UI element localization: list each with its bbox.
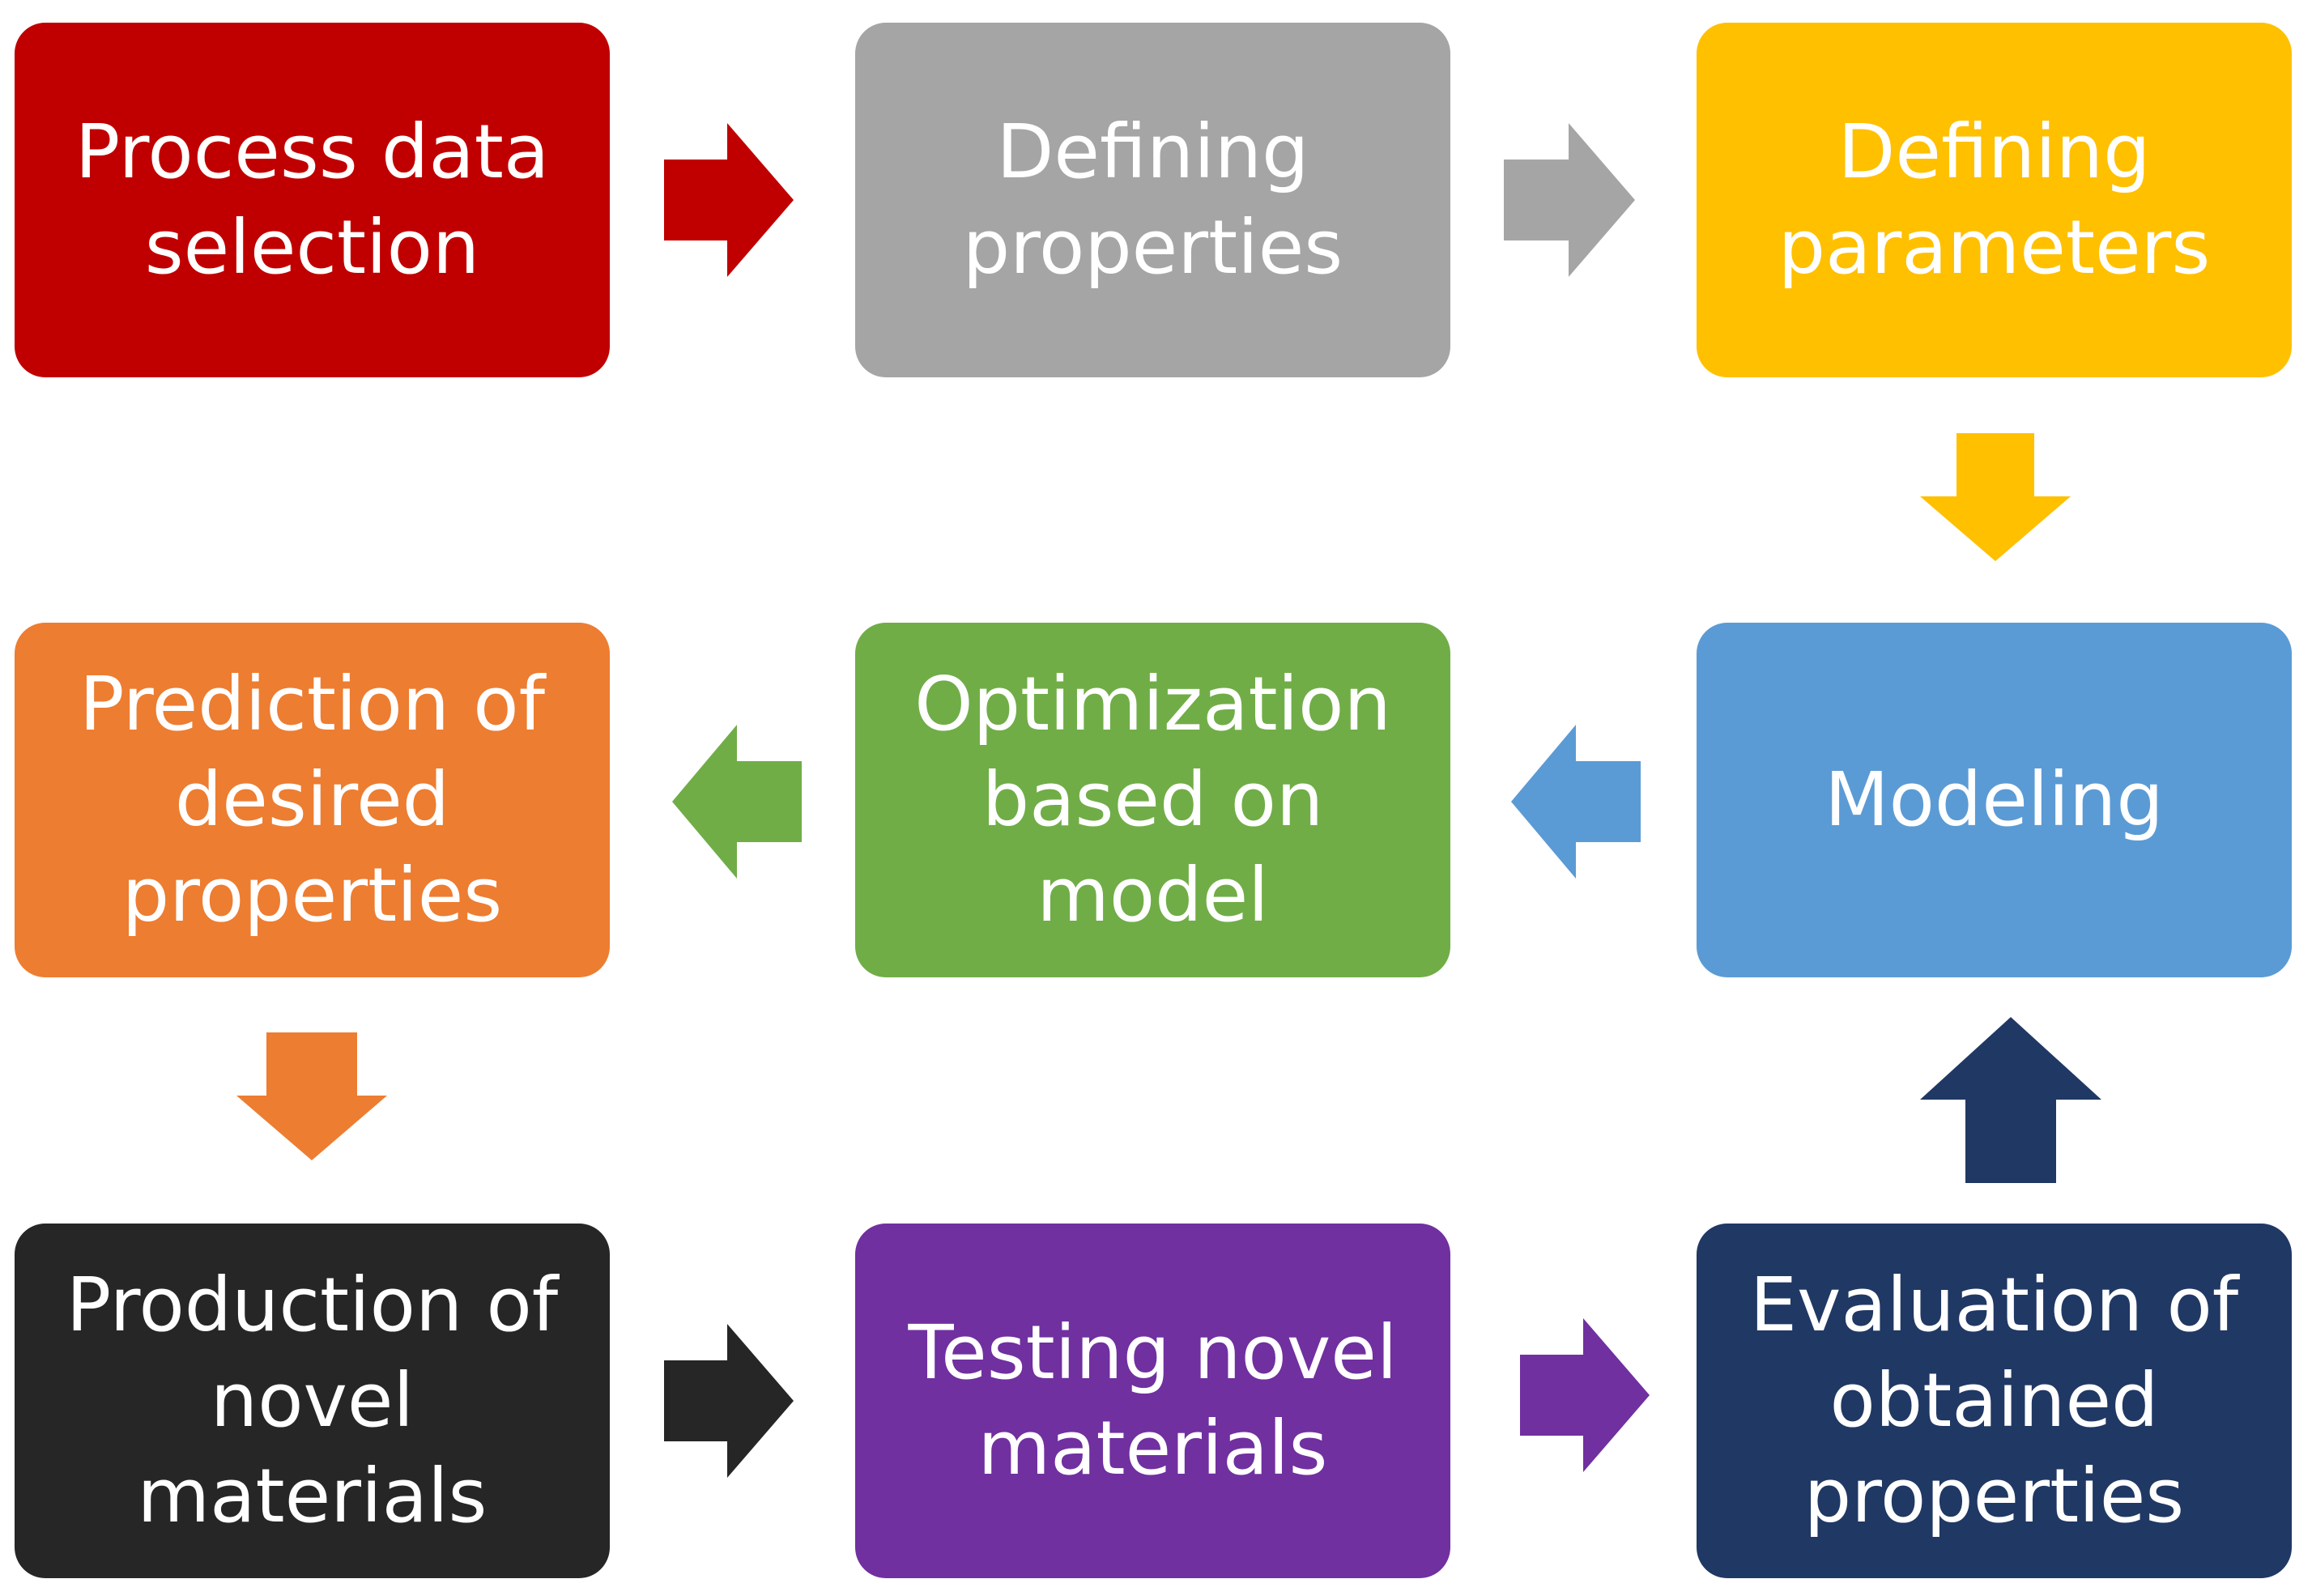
step-process-data-selection: Process data selection [15,23,610,377]
arrow-right-icon [664,123,794,277]
step-label: Testing novel materials [908,1309,1398,1492]
arrow-left-icon [1511,725,1641,879]
step-defining-properties: Defining properties [855,23,1450,377]
step-optimization: Optimization based on model [855,623,1450,977]
step-label: Prediction of desired properties [79,661,545,938]
arrow-up-icon [1920,1017,2101,1183]
step-label: Defining properties [962,109,1343,291]
arrow-left-icon [672,725,802,879]
step-production: Production of novel materials [15,1224,610,1578]
step-prediction: Prediction of desired properties [15,623,610,977]
step-label: Modeling [1824,756,2164,843]
step-label: Defining parameters [1778,109,2211,291]
step-evaluation: Evaluation of obtained properties [1697,1224,2292,1578]
step-label: Evaluation of obtained properties [1749,1262,2239,1539]
arrow-right-icon [1520,1318,1650,1472]
step-label: Production of novel materials [66,1262,559,1539]
step-label: Process data selection [75,109,550,291]
arrow-right-icon [1504,123,1635,277]
step-modeling: Modeling [1697,623,2292,977]
arrow-down-icon [236,1032,387,1160]
step-testing: Testing novel materials [855,1224,1450,1578]
arrow-right-icon [664,1324,794,1478]
step-label: Optimization based on model [914,661,1391,938]
arrow-down-icon [1920,433,2071,561]
step-defining-parameters: Defining parameters [1697,23,2292,377]
